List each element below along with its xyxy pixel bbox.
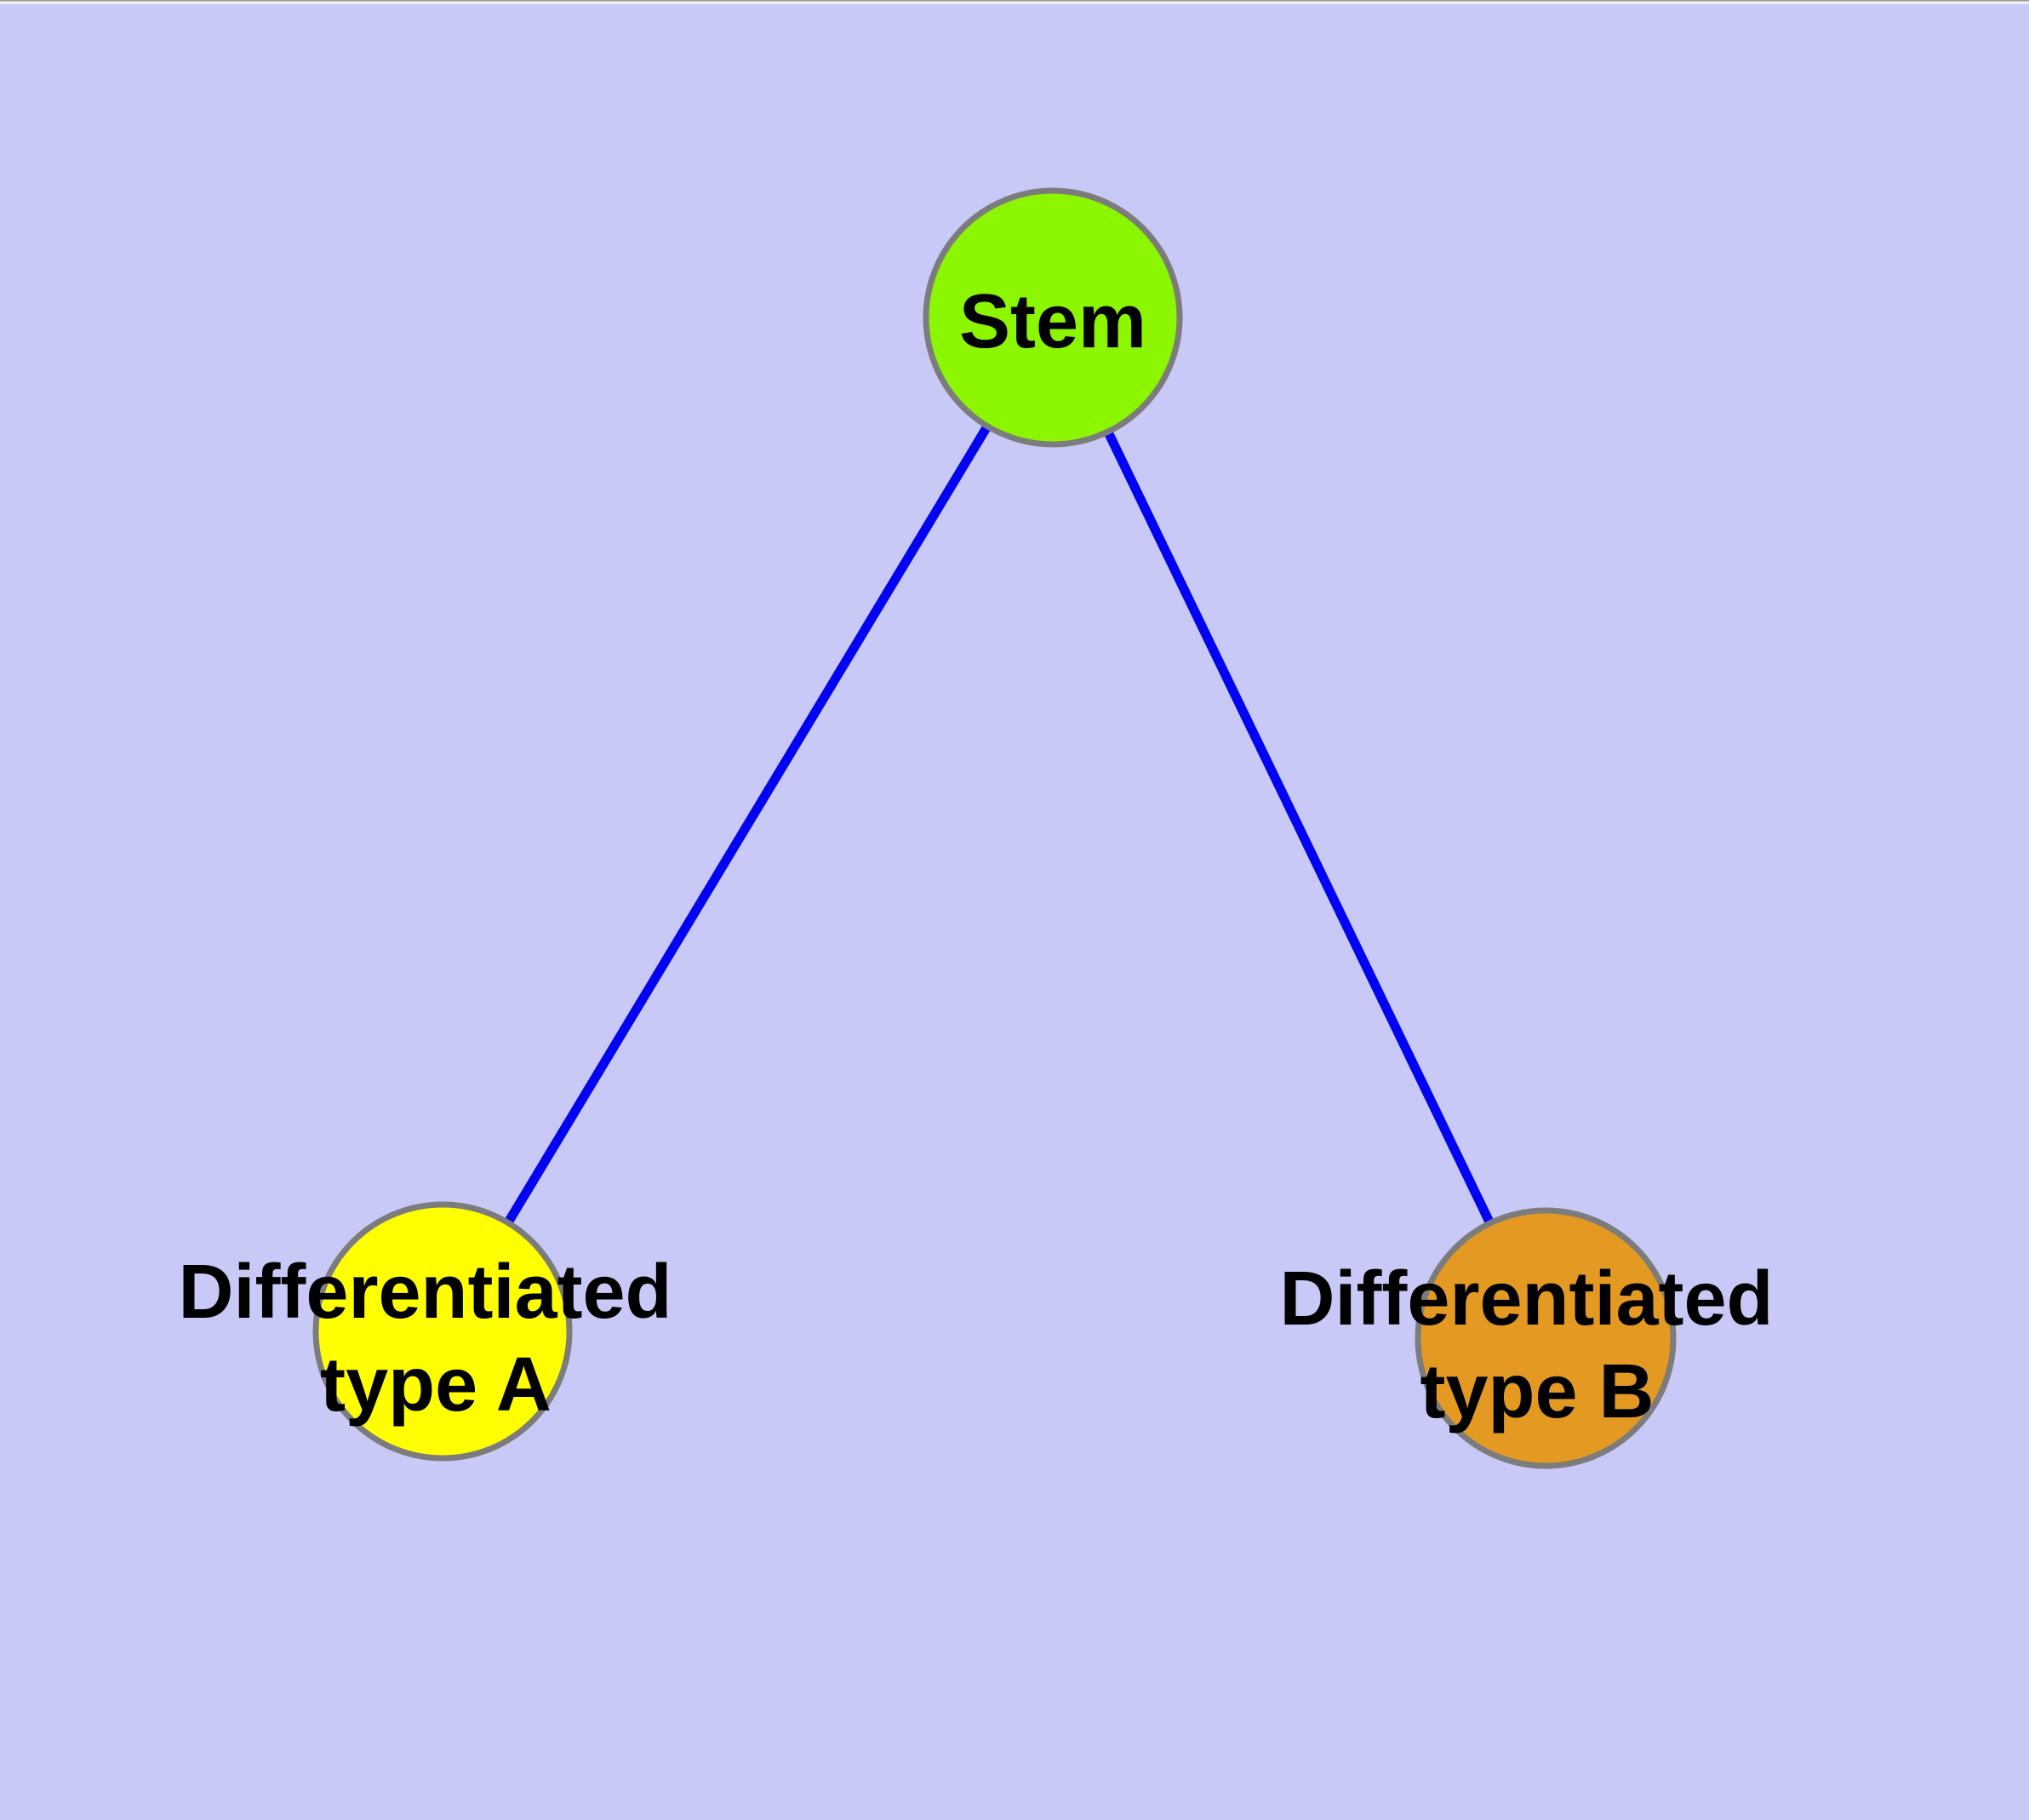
edge-stem-to-type-b bbox=[1049, 315, 1550, 1341]
node-type-b-label-line2: type B bbox=[1420, 1349, 1654, 1434]
node-type-a-circle bbox=[312, 1201, 573, 1462]
node-type-a-label-line1: Differentiated bbox=[178, 1250, 672, 1335]
node-type-b-label: Differentiated type B bbox=[1279, 1256, 1794, 1434]
top-edge-strip bbox=[0, 0, 2029, 4]
node-stem-circle bbox=[923, 187, 1183, 448]
node-type-b-circle bbox=[1415, 1207, 1677, 1469]
node-stem-label: Stem bbox=[959, 279, 1146, 364]
top-edge-hairline bbox=[0, 0, 2029, 2]
node-type-b-label-line1: Differentiated bbox=[1279, 1256, 1773, 1342]
edge-stem-to-type-a bbox=[438, 315, 1057, 1334]
node-type-a-label-line2: type A bbox=[320, 1342, 552, 1428]
node-type-a-label: Differentiated type A bbox=[178, 1250, 693, 1428]
